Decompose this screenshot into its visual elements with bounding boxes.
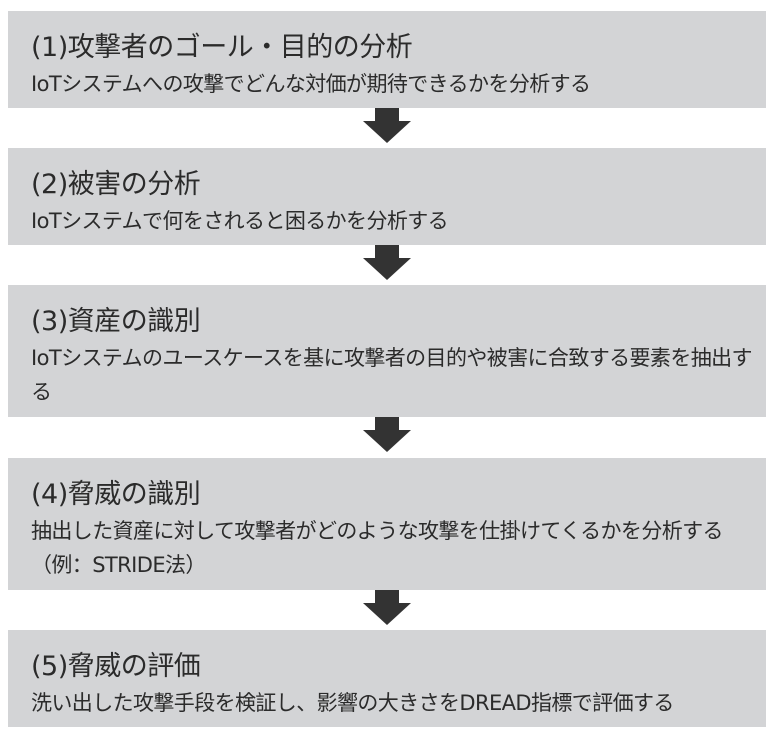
step-description: 洗い出した攻撃手段を検証し、影響の大きさをDREAD指標で評価する bbox=[31, 691, 674, 715]
step-box-4: (4)脅威の識別 抽出した資産に対して攻撃者がどのような攻撃を仕掛けてくるかを分… bbox=[8, 458, 766, 590]
step-box-1: (1)攻撃者のゴール・目的の分析 IoTシステムへの攻撃でどんな対価が期待できる… bbox=[8, 11, 766, 108]
step-title: (3)資産の識別 bbox=[31, 306, 201, 337]
step-box-5: (5)脅威の評価 洗い出した攻撃手段を検証し、影響の大きさをDREAD指標で評価… bbox=[8, 630, 766, 727]
step-description: IoTシステムで何をされると困るかを分析する bbox=[31, 209, 449, 233]
step-box-3: (3)資産の識別 IoTシステムのユースケースを基に攻撃者の目的や被害に合致する… bbox=[8, 285, 766, 417]
step-title: (1)攻撃者のゴール・目的の分析 bbox=[31, 32, 413, 63]
step-title: (5)脅威の評価 bbox=[31, 651, 201, 682]
step-description: 抽出した資産に対して攻撃者がどのような攻撃を仕掛けてくるかを分析する（例：STR… bbox=[31, 519, 724, 577]
step-box-2: (2)被害の分析 IoTシステムで何をされると困るかを分析する bbox=[8, 148, 766, 245]
step-title: (2)被害の分析 bbox=[31, 169, 201, 200]
step-title: (4)脅威の識別 bbox=[31, 479, 201, 510]
step-description: IoTシステムのユースケースを基に攻撃者の目的や被害に合致する要素を抽出する bbox=[31, 346, 753, 404]
step-description: IoTシステムへの攻撃でどんな対価が期待できるかを分析する bbox=[31, 72, 591, 96]
